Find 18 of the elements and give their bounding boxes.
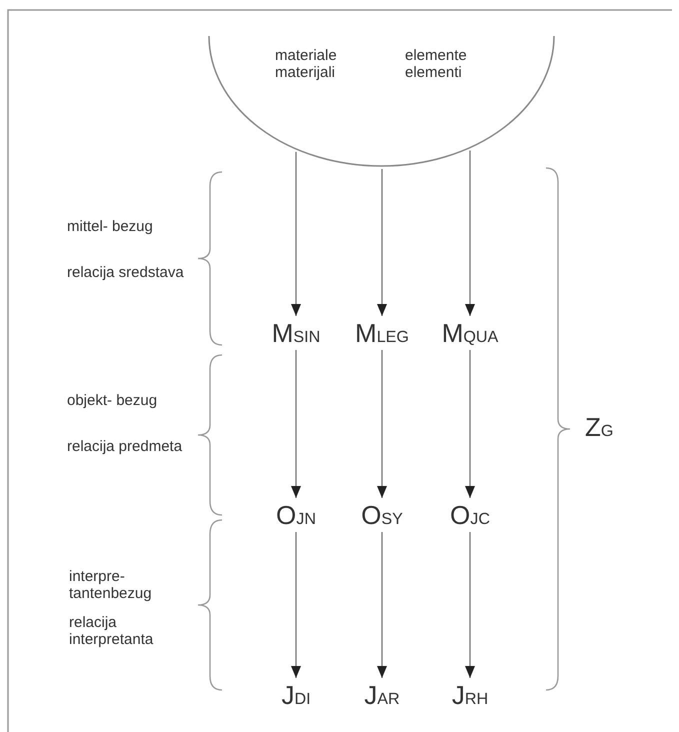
arrow xyxy=(465,350,475,498)
relation-label: mittel- bezug xyxy=(67,218,154,236)
bowl-text: elemente elementi xyxy=(405,47,468,82)
bowl-text: materiale materijali xyxy=(275,47,338,82)
relation-label: objekt- bezug xyxy=(67,392,158,410)
relation-label: relacija interpretanta xyxy=(69,614,154,648)
relation-label: interpre- tantenbezug xyxy=(69,568,153,602)
arrow xyxy=(377,169,387,316)
arrow xyxy=(465,532,475,678)
arrow xyxy=(377,350,387,498)
arrow xyxy=(291,152,301,316)
relation-label: relacija predmeta xyxy=(67,438,184,456)
arrow xyxy=(377,532,387,678)
relation-label: relacija sredstava xyxy=(67,264,185,282)
arrow xyxy=(291,532,301,678)
arrow xyxy=(465,150,475,316)
arrow xyxy=(291,350,301,498)
semicircle-bowl xyxy=(208,35,555,167)
